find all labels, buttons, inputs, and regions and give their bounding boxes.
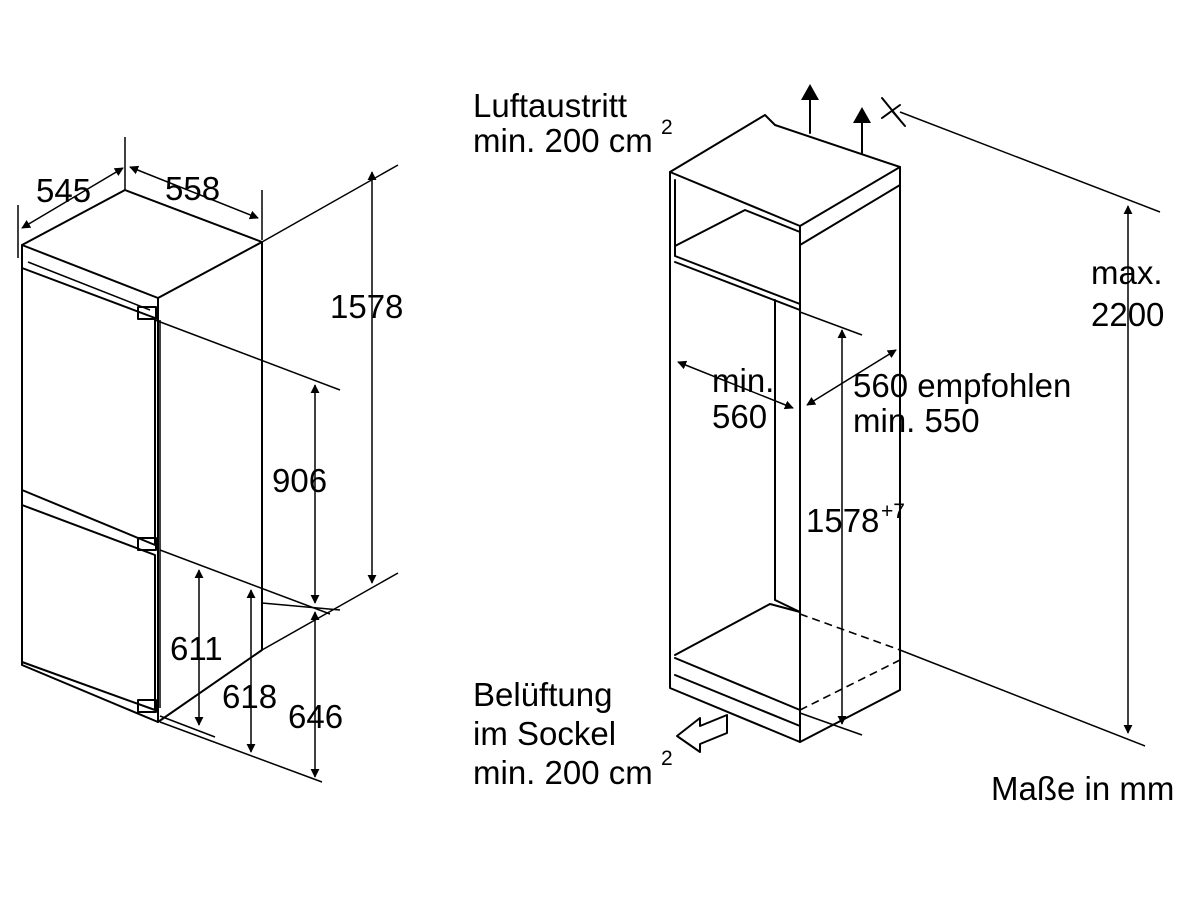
niche-width-line2: 560: [712, 398, 767, 435]
height-label: 1578: [330, 288, 403, 325]
vent-line3: min. 200 cm: [473, 754, 653, 791]
middle-hinge: [137, 537, 157, 551]
appliance-drawing: 545 558 1578 906 611 618 646: [17, 137, 403, 783]
niche-height-sup: +7: [881, 500, 905, 523]
max-height-line1: max.: [1091, 254, 1163, 291]
niche-top: [669, 114, 901, 227]
niche-depth-line2: min. 550: [853, 402, 980, 439]
niche-base: [674, 603, 801, 711]
air-outlet-title: Luftaustritt: [473, 87, 627, 124]
vent-sup: 2: [661, 747, 673, 770]
air-outlet-sup: 2: [661, 116, 673, 139]
vent-line1: Belüftung: [473, 676, 612, 713]
corner-marker-icon: [881, 97, 906, 127]
units-note: Maße in mm: [991, 770, 1174, 807]
lower-door: [21, 504, 156, 711]
hollow-arrow-icon: [676, 714, 728, 753]
max-height-line2: 2200: [1091, 296, 1164, 333]
lower-hinge: [137, 699, 157, 713]
air-outlet-value: min. 200 cm: [473, 122, 653, 159]
niche-frame: [669, 171, 801, 743]
height-611-label: 611: [170, 630, 223, 667]
base-dashed: [799, 613, 901, 711]
upper-height-label: 906: [272, 462, 327, 499]
height-646-label: 646: [288, 698, 343, 735]
appliance-front-outline: [21, 244, 159, 723]
width-label: 558: [165, 170, 220, 207]
niche-drawing: Luftaustritt min. 200 cm 2 max. 2200 min…: [473, 84, 1174, 807]
vent-line2: im Sockel: [473, 715, 616, 752]
niche-depth-line1: 560 empfohlen: [853, 367, 1071, 404]
door-edge: [27, 261, 161, 708]
height-618-label: 618: [222, 678, 277, 715]
arrow-up-icon: [801, 84, 871, 154]
niche-height-label: 1578: [806, 502, 879, 539]
depth-label: 545: [36, 172, 91, 209]
upper-door: [21, 267, 156, 546]
upper-hinge: [137, 306, 157, 320]
niche-width-line1: min.: [712, 362, 774, 399]
